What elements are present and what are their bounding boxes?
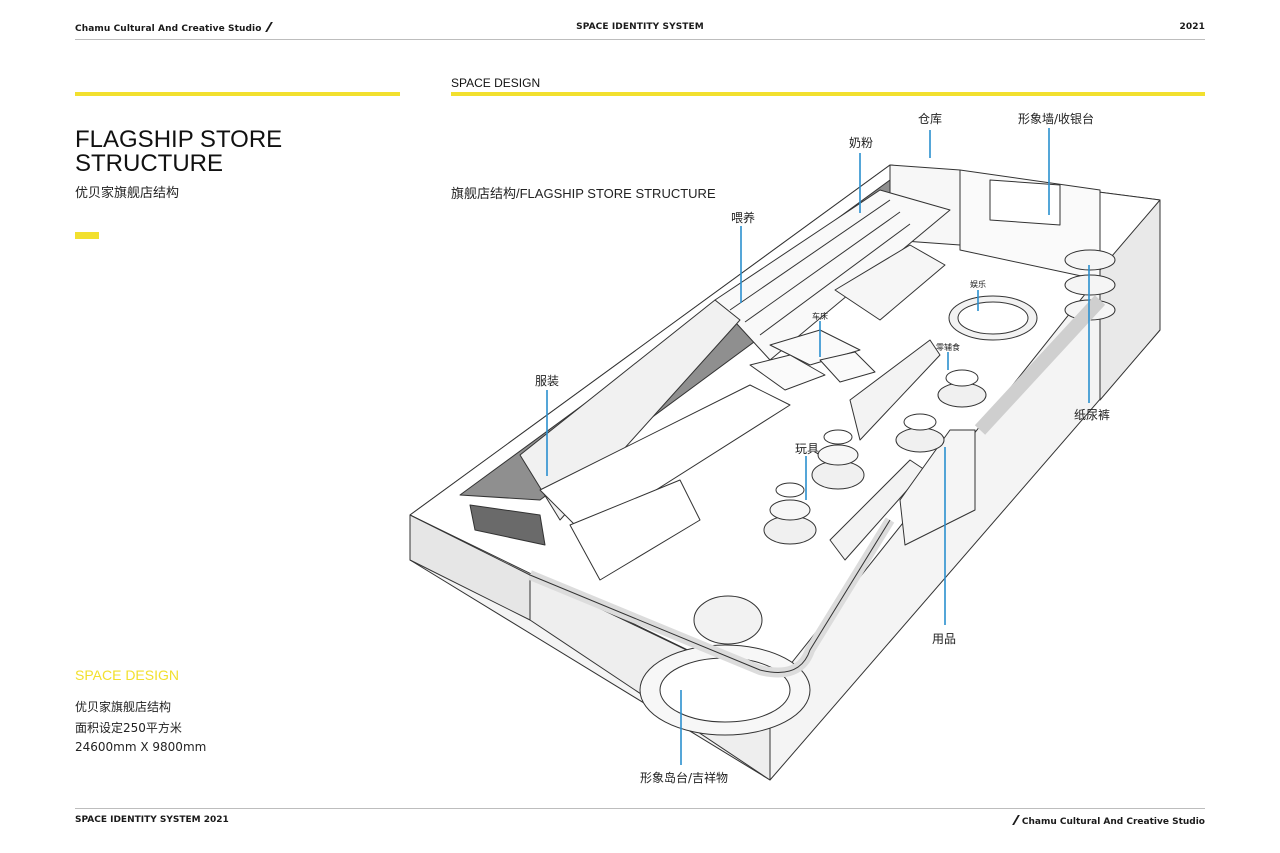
snacks-gondola	[849, 339, 941, 441]
mascot-sphere	[693, 595, 763, 645]
footer-rule	[75, 808, 1205, 809]
right-wall	[1099, 199, 1161, 401]
right-accent-bar	[451, 92, 1205, 96]
clothing-racks	[519, 299, 741, 521]
space-design-line2: 面积设定250平方米	[75, 721, 182, 735]
label-milk-powder: 奶粉	[849, 136, 873, 150]
label-feeding: 喂养	[731, 210, 755, 225]
label-supplies: 用品	[932, 632, 956, 646]
page-title: FLAGSHIP STORE STRUCTURE	[75, 126, 283, 177]
label-stroller: 车床	[812, 311, 828, 321]
stroller-platform-c	[819, 351, 876, 383]
header-year: 2021	[1179, 22, 1205, 32]
left-accent-bar	[75, 92, 400, 96]
header-system: SPACE IDENTITY SYSTEM	[576, 22, 704, 32]
label-diapers: 纸尿裤	[1074, 408, 1110, 422]
label-snacks: 零辅食	[936, 342, 960, 352]
space-design-line3: 24600mm X 9800mm	[75, 740, 207, 754]
feeding-island	[834, 244, 946, 321]
page-subtitle: 优贝家旗舰店结构	[75, 186, 180, 201]
header-studio: Chamu Cultural And Creative Studio	[75, 22, 273, 34]
space-design-line1: 优贝家旗舰店结构	[75, 700, 172, 714]
accent-square	[75, 232, 99, 239]
stroller-platform-b	[749, 354, 826, 391]
header-rule	[75, 39, 1205, 40]
clothing-tables	[539, 384, 791, 536]
label-entertainment: 娱乐	[970, 279, 986, 289]
diagram-caption: 旗舰店结构/FLAGSHIP STORE STRUCTURE	[451, 186, 716, 201]
clothing-dark-panel	[469, 504, 546, 546]
label-toys: 玩具	[795, 442, 819, 456]
footer-left: SPACE IDENTITY SYSTEM 2021	[75, 815, 229, 825]
label-clothing: 服装	[535, 374, 559, 388]
label-mascot: 形象岛台/吉祥物	[640, 770, 728, 785]
space-design-heading: SPACE DESIGN	[75, 667, 179, 683]
section-label: SPACE DESIGN	[451, 76, 541, 90]
image-wall	[989, 179, 1061, 226]
clothing-tables-front	[569, 479, 701, 581]
label-image-wall: 形象墙/收银台	[1018, 111, 1094, 126]
label-warehouse: 仓库	[918, 111, 942, 126]
feeding-shelves	[714, 189, 951, 361]
footer-right: Chamu Cultural And Creative Studio	[1012, 815, 1205, 827]
